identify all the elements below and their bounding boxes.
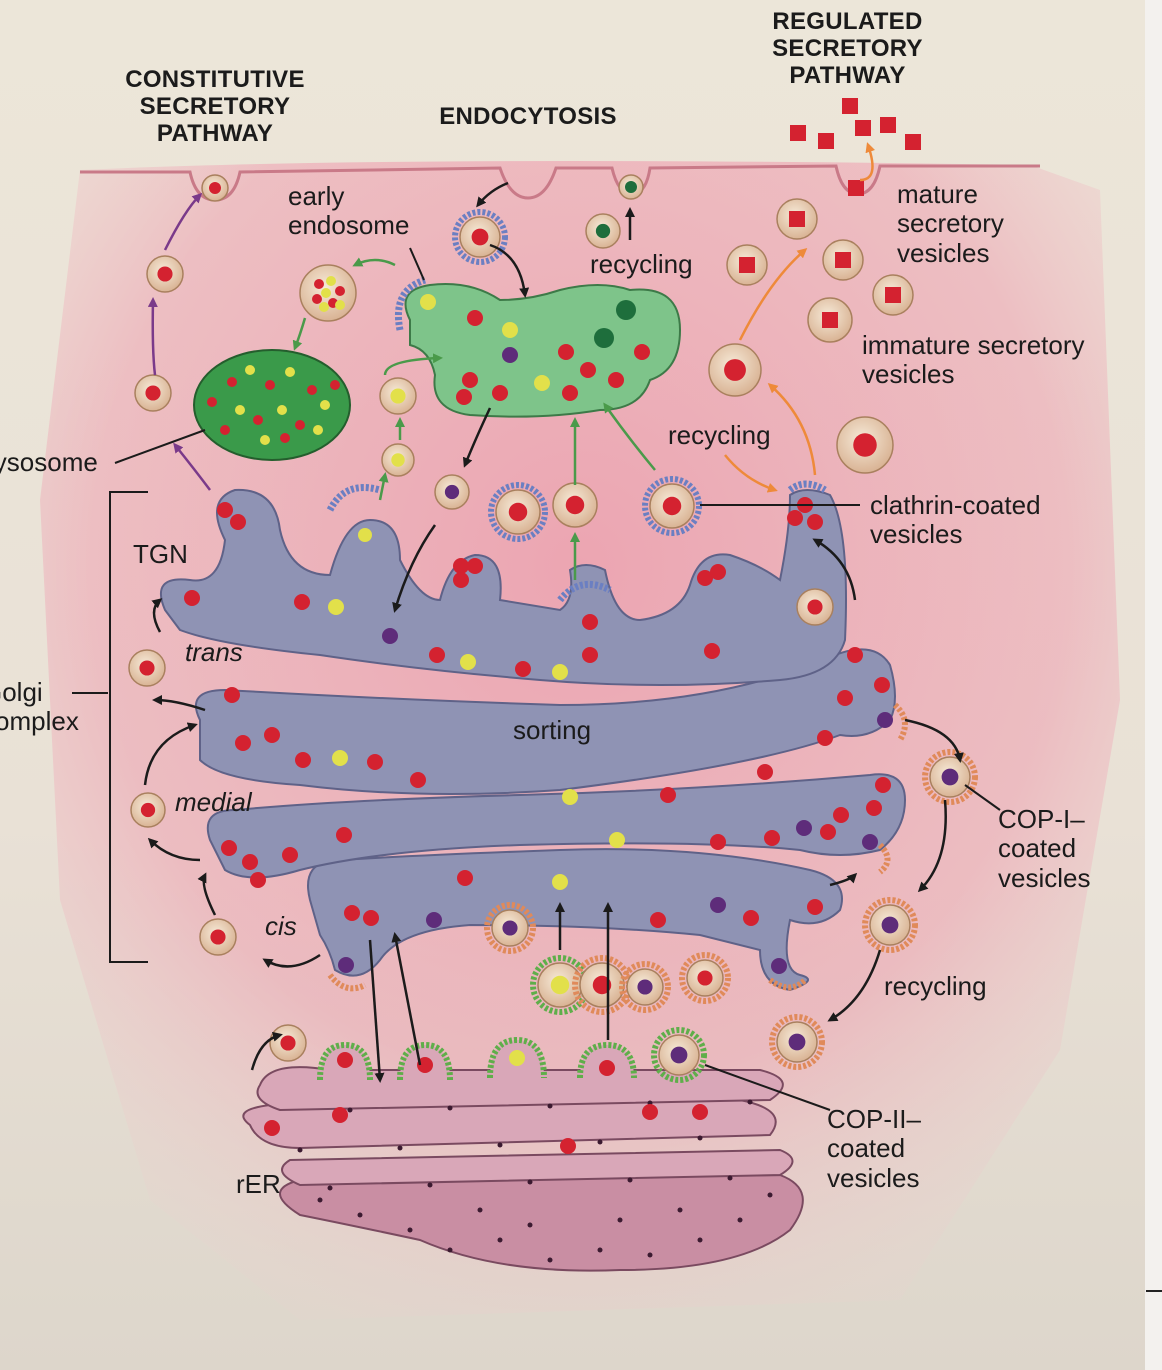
transport-vesicle [642,476,702,536]
transport-vesicle [434,474,470,510]
transport-vesicle [134,374,172,412]
transport-vesicle [552,482,598,528]
tgn-label: TGN [133,539,188,569]
transport-vesicle [299,264,357,322]
vesicle-layer [128,174,978,1083]
clathrin-coated-vesicles-label: clathrin-coated vesicles [870,490,1041,550]
page-edge [1145,0,1162,1370]
medial-cisterna [206,773,907,879]
pathway-arrows [143,142,964,1083]
transport-vesicle [807,297,853,343]
transport-vesicle [488,482,548,542]
trans-label: trans [185,637,243,667]
early-endosome-label: early endosome [288,181,410,241]
transport-vesicle [776,198,818,240]
transport-vesicle [679,952,731,1004]
constitutive-pathway-label: CONSTITUTIVE SECRETORY PATHWAY [125,66,305,148]
page-edge-rule [1146,1290,1162,1292]
transport-vesicle [619,961,671,1013]
transport-vesicle [484,902,536,954]
transport-vesicle [836,416,894,474]
transport-vesicle [769,1014,825,1070]
transport-vesicle [726,244,768,286]
golgi-complex-label: Golgi complex [0,677,79,737]
lysosome-organelle [193,349,351,461]
cop1-coated-vesicles-label: COP-I– coated vesicles [998,804,1091,893]
recycling-regulated-label: recycling [668,420,771,450]
transport-vesicle [872,274,914,316]
secreted-granules [790,98,921,196]
transport-vesicle [130,792,166,828]
transport-vesicle [822,239,864,281]
early-endosome [394,276,682,418]
recycling-endocytosis-label: recycling [590,249,693,279]
transport-vesicle [146,255,184,293]
golgi-stack [160,480,908,992]
medial-label: medial [175,787,252,817]
transport-vesicle [618,174,644,200]
trans-golgi-network [160,488,847,686]
transport-vesicle [201,174,229,202]
transport-vesicle [708,343,762,397]
leader-lines [72,247,1001,1111]
transport-vesicle [128,649,166,687]
transport-vesicle [452,209,508,265]
rer-label: rER [236,1169,281,1199]
transport-vesicle [796,588,834,626]
transport-vesicle [381,443,415,477]
transport-vesicle [199,918,237,956]
rough-er [242,1066,804,1272]
transport-vesicle [922,749,978,805]
transport-vesicle [862,897,918,953]
rer-budding-sites [317,1036,637,1081]
sorting-label: sorting [513,715,592,745]
cis-label: cis [265,911,297,941]
recycling-golgi-label: recycling [884,971,987,1001]
lysosome-label: lysosome [0,447,98,477]
transport-vesicle [379,377,417,415]
transport-vesicle [651,1027,707,1083]
cop2-coated-vesicles-label: COP-II– coated vesicles [827,1104,921,1193]
endocytosis-label: ENDOCYTOSIS [439,103,617,130]
transport-vesicle [585,213,621,249]
regulated-pathway-label: REGULATED SECRETORY PATHWAY [772,8,923,90]
mature-secretory-vesicles-label: mature secretory vesicles [897,179,1004,268]
immature-secretory-vesicles-label: immature secretory vesicles [862,330,1085,390]
transport-vesicle [269,1024,307,1062]
